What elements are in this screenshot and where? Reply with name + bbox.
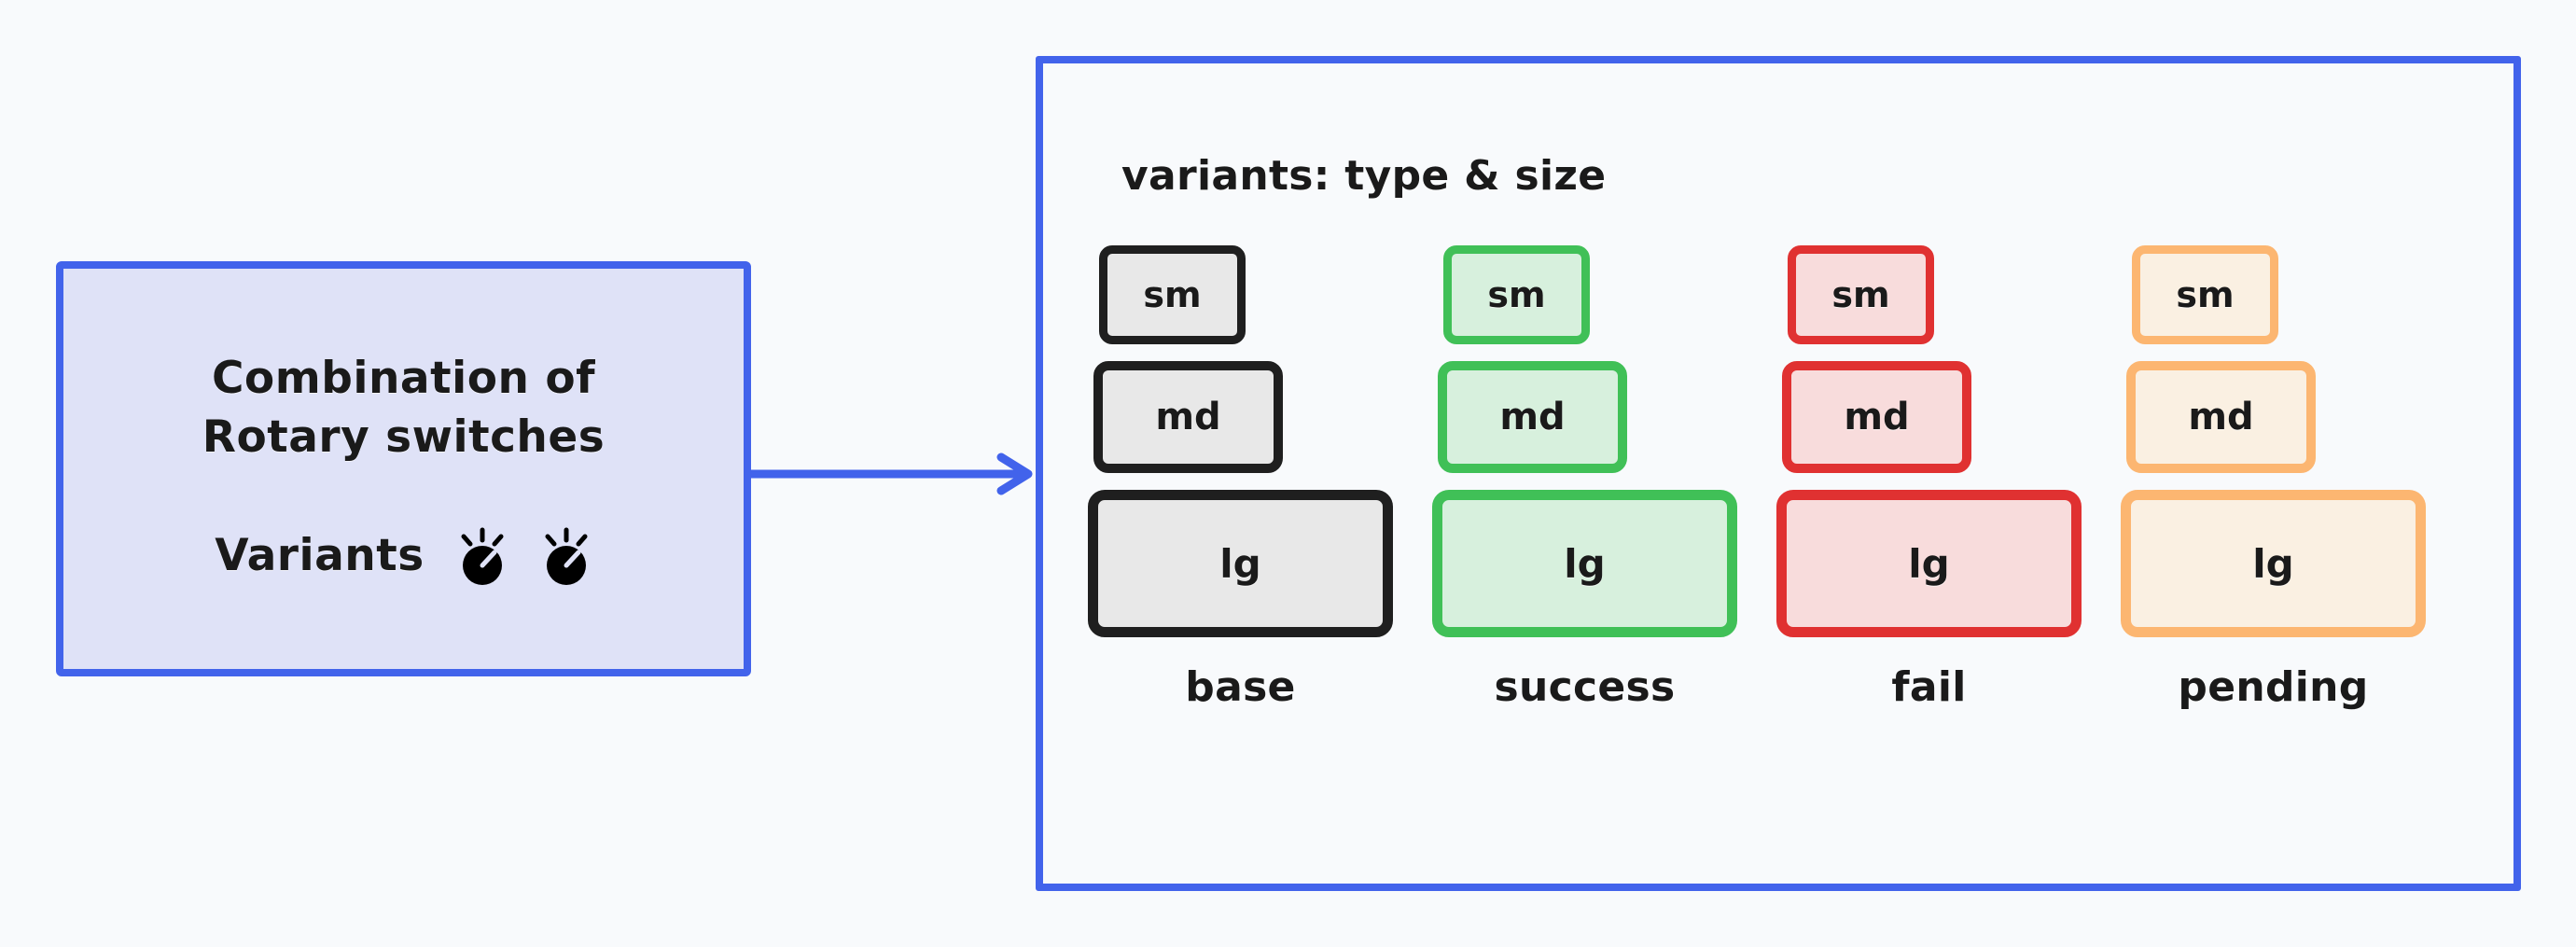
- variant-box-label: md: [1844, 396, 1910, 439]
- variant-box-base-md[interactable]: md: [1093, 361, 1283, 473]
- rotary-knob-icon: [456, 524, 508, 588]
- panel-title: variants: type & size: [1121, 152, 1607, 200]
- variant-column-success: sm md lg success: [1432, 245, 1788, 711]
- variant-column-fail: sm md lg fail: [1776, 245, 2132, 711]
- rotary-knob-icon: [540, 524, 592, 588]
- variant-box-fail-md[interactable]: md: [1782, 361, 1971, 473]
- variant-box-label: lg: [1219, 540, 1261, 587]
- source-node[interactable]: Combination of Rotary switches Variants: [56, 261, 751, 676]
- variant-box-fail-lg[interactable]: lg: [1776, 490, 2082, 637]
- variants-panel[interactable]: variants: type & size sm md lg base sm m…: [1036, 56, 2521, 891]
- variant-box-pending-md[interactable]: md: [2126, 361, 2316, 473]
- variant-grid: sm md lg base sm md lg success: [1088, 245, 2476, 711]
- variant-box-label: sm: [1831, 274, 1890, 315]
- variant-box-base-sm[interactable]: sm: [1099, 245, 1246, 344]
- variant-box-success-sm[interactable]: sm: [1443, 245, 1590, 344]
- variant-column-base: sm md lg base: [1088, 245, 1443, 711]
- variant-box-label: sm: [1487, 274, 1546, 315]
- variants-label: Variants: [215, 530, 425, 582]
- source-node-title-line-2: Rotary switches: [202, 411, 606, 463]
- variant-box-label: lg: [1908, 540, 1950, 587]
- variant-box-label: sm: [2176, 274, 2235, 315]
- variant-box-label: lg: [1564, 540, 1606, 587]
- variant-column-pending: sm md lg pending: [2121, 245, 2476, 711]
- variant-column-label-base: base: [1185, 663, 1296, 711]
- source-node-title-line-1: Combination of: [211, 353, 596, 405]
- source-node-title: Combination of Rotary switches: [202, 350, 606, 466]
- variants-row: Variants: [215, 524, 592, 588]
- variant-box-success-md[interactable]: md: [1438, 361, 1627, 473]
- variant-box-label: md: [2188, 396, 2254, 439]
- arrow-right-icon: [746, 437, 1045, 511]
- variant-box-fail-sm[interactable]: sm: [1788, 245, 1934, 344]
- variant-box-label: sm: [1143, 274, 1202, 315]
- variant-column-label-fail: fail: [1891, 663, 1967, 711]
- variant-box-base-lg[interactable]: lg: [1088, 490, 1393, 637]
- variant-column-label-pending: pending: [2178, 663, 2369, 711]
- variant-box-label: lg: [2252, 540, 2294, 587]
- variant-box-pending-sm[interactable]: sm: [2132, 245, 2278, 344]
- variant-column-label-success: success: [1494, 663, 1676, 711]
- variant-box-success-lg[interactable]: lg: [1432, 490, 1737, 637]
- variant-box-pending-lg[interactable]: lg: [2121, 490, 2426, 637]
- variant-box-label: md: [1155, 396, 1221, 439]
- variant-box-label: md: [1499, 396, 1566, 439]
